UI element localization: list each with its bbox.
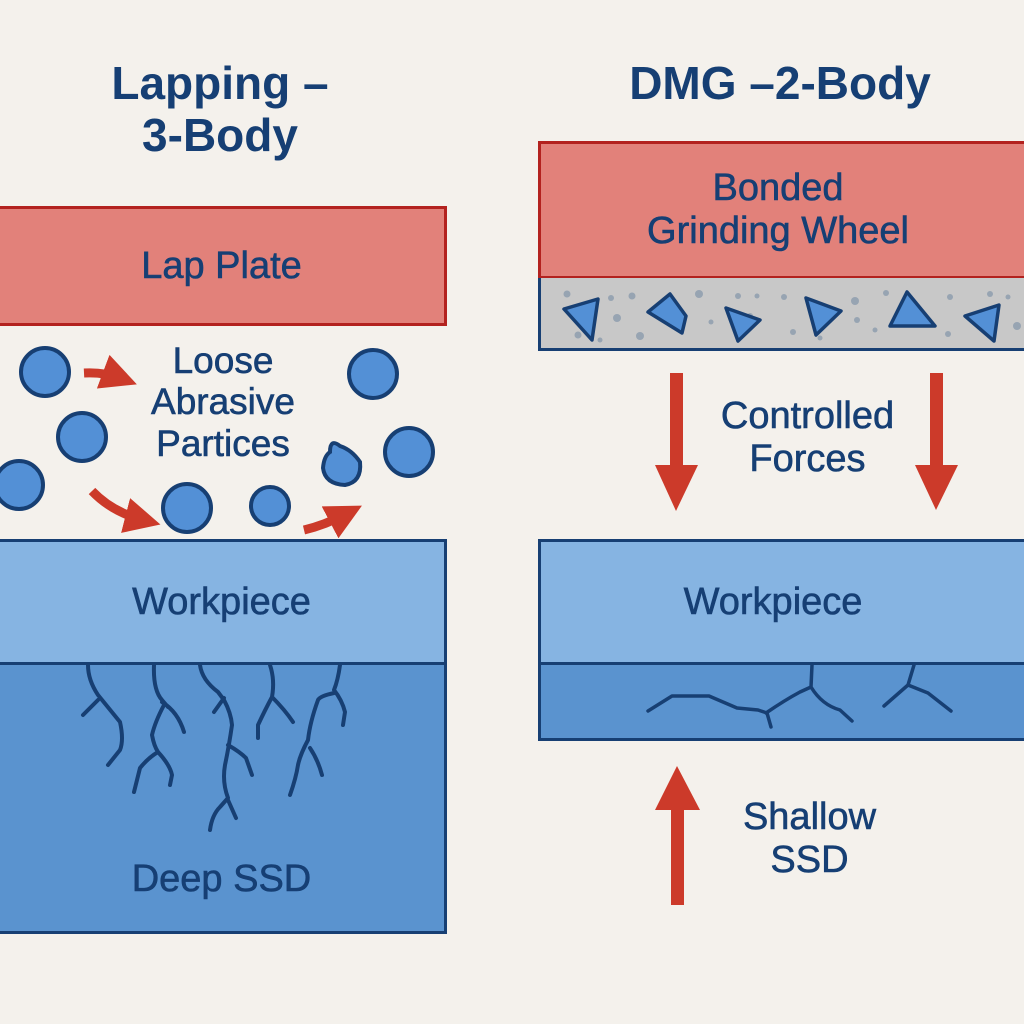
abrasive-grain	[724, 306, 762, 343]
abrasive-particle	[347, 348, 399, 400]
up-arrow-icon	[655, 766, 700, 905]
abrasive-particles	[0, 346, 435, 534]
abrasive-particle	[161, 482, 213, 534]
embedded-abrasive-grains	[562, 290, 1001, 343]
abrasive-particle-fractured	[320, 441, 363, 488]
particle-motion-arrows	[83, 354, 362, 539]
workpiece-right-label: Workpiece	[683, 580, 863, 623]
abrasive-grain	[562, 297, 600, 342]
crack	[198, 663, 254, 832]
workpiece-right: Workpiece	[538, 539, 1024, 741]
abrasive-particle	[249, 485, 291, 527]
crack	[256, 663, 295, 740]
bond-pores	[563, 290, 1021, 343]
shallow-ssd-cracks	[646, 663, 953, 729]
abrasive-grain	[646, 292, 688, 335]
abrasive-grain	[963, 303, 1001, 343]
workpiece-left-label: Workpiece	[132, 580, 311, 623]
crack	[132, 663, 186, 794]
down-arrow-icon	[655, 373, 698, 511]
crack	[882, 663, 953, 713]
controlled-forces-label: Controlled Forces	[720, 395, 895, 480]
abrasive-particle	[0, 459, 45, 511]
shallow-ssd-label: Shallow SSD	[742, 796, 877, 881]
abrasive-grain	[804, 296, 843, 337]
workpiece-right-top-layer: Workpiece	[541, 542, 1024, 665]
lapping-title: Lapping – 3-Body	[111, 57, 329, 161]
abrasive-particle	[56, 411, 108, 463]
crack	[81, 663, 124, 767]
down-arrow-icon	[915, 373, 958, 510]
lap-plate-label: Lap Plate	[141, 244, 302, 287]
arrow-icon	[302, 505, 362, 539]
loose-abrasive-particles-label: Loose Abrasive Partices	[151, 340, 296, 464]
abrasive-grain	[888, 290, 937, 328]
arrow-icon	[83, 354, 137, 389]
workpiece-left: Workpiece Deep SSD	[0, 539, 447, 934]
dmg-title: DMG –2-Body	[629, 57, 931, 109]
deep-ssd-cracks	[81, 663, 347, 832]
lap-plate: Lap Plate	[0, 206, 447, 326]
grinding-wheel-label: Bonded Grinding Wheel	[647, 167, 910, 252]
controlled-force-arrows	[655, 373, 958, 511]
deep-ssd-label: Deep SSD	[131, 858, 312, 901]
abrasive-particle	[383, 426, 435, 478]
bonded-grinding-wheel: Bonded Grinding Wheel	[538, 141, 1024, 279]
crack	[646, 663, 854, 729]
workpiece-left-top-layer: Workpiece	[0, 542, 444, 665]
abrasive-particle	[19, 346, 71, 398]
arrow-icon	[88, 487, 161, 533]
bond-layer	[538, 278, 1024, 351]
crack	[288, 663, 347, 797]
